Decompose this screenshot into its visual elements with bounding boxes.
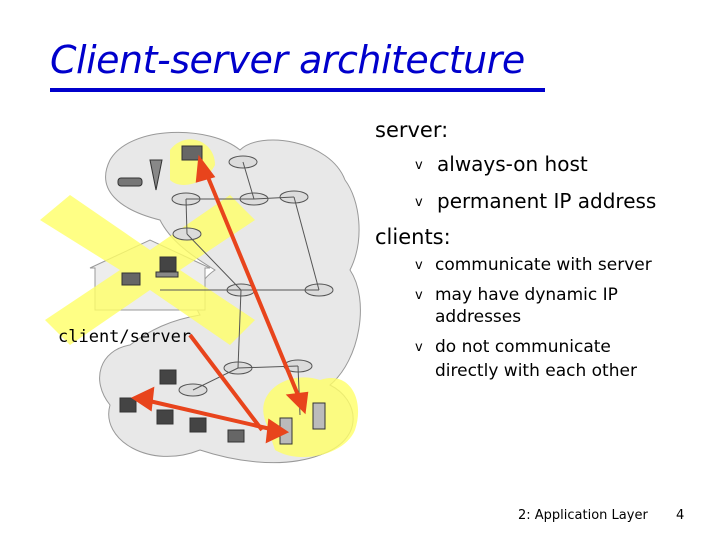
client-server-arrows	[130, 154, 309, 444]
server-bullet-2: permanent IP address	[437, 189, 657, 213]
server-bullet-icon-2: v	[415, 195, 423, 210]
client-bullet-2-line-2: addresses	[435, 307, 522, 327]
network-links	[160, 161, 320, 416]
server-heading: server:	[375, 118, 449, 142]
slide-title: Client-server architecture	[50, 38, 525, 82]
yellow-x-mark	[40, 195, 255, 345]
client-bullet-icon-3: v	[415, 340, 423, 355]
arrow-left	[144, 398, 276, 432]
client-bullet-icon-2: v	[415, 288, 423, 303]
server-highlight-bottom	[263, 377, 359, 458]
device-icons	[117, 145, 326, 445]
server-bullet-1: always-on host	[437, 152, 588, 176]
client-bullet-1: communicate with server	[435, 255, 652, 275]
client-bullet-3-line-2: directly with each other	[435, 361, 637, 381]
server-bullet-icon-1: v	[415, 158, 423, 173]
arrow-top	[203, 169, 302, 401]
arrow-right	[188, 333, 264, 432]
footer-chapter: 2: Application Layer	[518, 508, 648, 523]
client-bullet-3-line-1: do not communicate	[435, 337, 611, 357]
client-server-label: client/server	[58, 327, 192, 347]
title-underline	[50, 88, 545, 92]
client-bullet-icon-1: v	[415, 258, 423, 273]
page-number: 4	[676, 508, 685, 523]
client-bullet-2-line-1: may have dynamic IP	[435, 285, 618, 305]
clients-heading: clients:	[375, 225, 451, 249]
